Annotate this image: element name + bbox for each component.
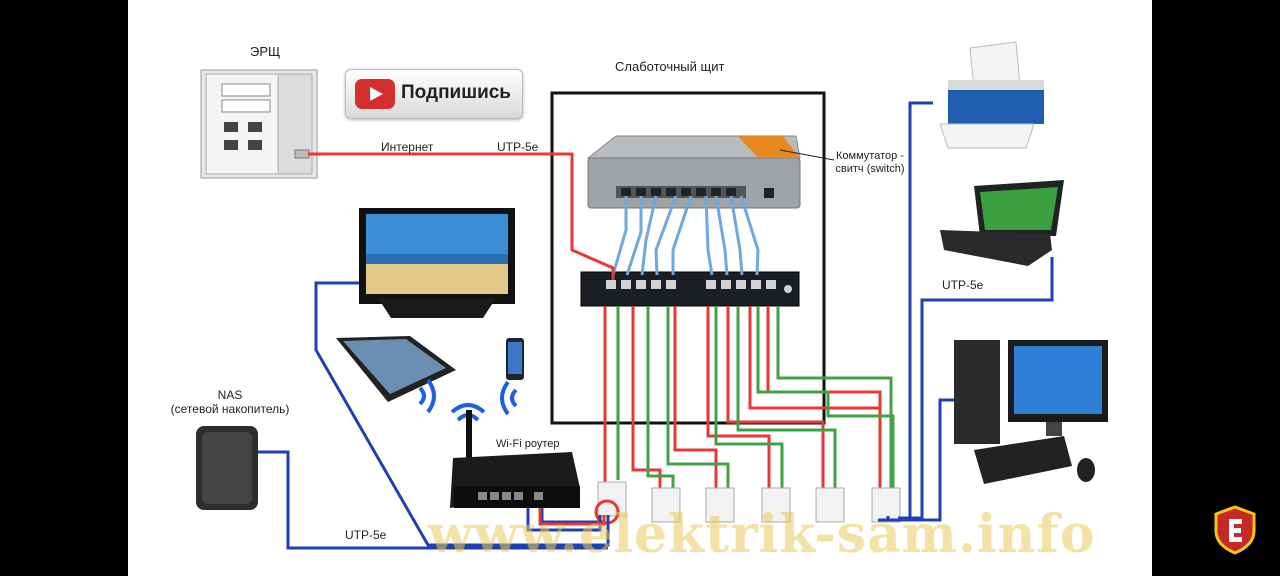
utp-right-label: UTP-5e <box>942 278 984 292</box>
green-cables <box>616 306 895 490</box>
switch-label-line1: Коммутатор - <box>836 150 904 162</box>
router-red-cable <box>538 505 606 526</box>
panel-label: ЭРЩ <box>250 44 281 59</box>
nas-label-line2: (сетевой накопитель) <box>170 402 290 416</box>
diagram-graphics <box>196 41 1108 550</box>
tablet <box>336 336 456 402</box>
printer <box>939 41 1044 149</box>
desktop-computer <box>954 340 1108 484</box>
wall-sockets <box>597 481 901 523</box>
patch-cords <box>611 195 760 276</box>
patch-panel <box>580 271 800 307</box>
elektrik-logo-icon <box>1214 505 1256 555</box>
internet-label: Интернет <box>381 140 434 154</box>
smartphone <box>506 338 524 380</box>
wifi-router-label: Wi-Fi роутер <box>496 438 560 450</box>
utp-top-label: UTP-5e <box>497 140 539 154</box>
network-diagram: ЭРЩ Слаботочный щит Интернет UTP-5e Комм… <box>128 0 1152 576</box>
nas-label: NAS (сетевой накопитель) <box>168 388 292 416</box>
nas-device <box>196 426 258 510</box>
wifi-router <box>450 410 580 508</box>
watermark: www.elektrik-sam.info <box>428 504 1096 565</box>
electrical-panel <box>200 69 318 179</box>
internet-cable <box>308 152 615 280</box>
subscribe-button[interactable]: Подпишись <box>345 69 523 119</box>
lowcurrent-cabinet-frame <box>550 91 826 425</box>
blue-cables <box>258 101 1054 550</box>
laptop <box>940 180 1064 266</box>
lowcurrent-cabinet-label: Слаботочный щит <box>615 59 725 74</box>
switch-label-line2: свитч (switch) <box>835 163 905 175</box>
youtube-play-icon <box>355 79 395 109</box>
switch-label: Коммутатор - свитч (switch) <box>834 150 906 176</box>
network-switch <box>586 135 801 209</box>
subscribe-button-label: Подпишись <box>401 82 511 103</box>
red-cables <box>603 306 882 514</box>
nas-label-line1: NAS <box>217 388 243 402</box>
utp-bottom-label: UTP-5e <box>345 528 387 542</box>
tv <box>359 208 515 318</box>
